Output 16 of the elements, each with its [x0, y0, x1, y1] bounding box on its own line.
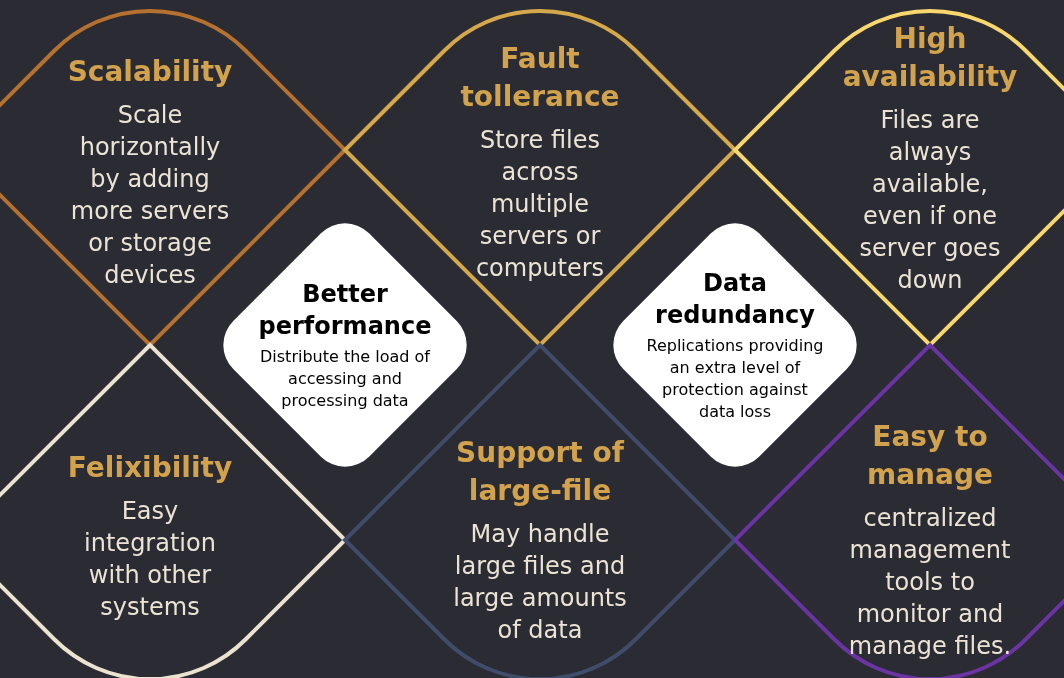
description: centralized management tools to monitor and manage files.: [847, 503, 1013, 662]
heading: Fault tollerance: [459, 41, 621, 115]
heading: Scalability: [67, 54, 233, 90]
description: Easy integration with other systems: [83, 496, 217, 623]
heading: High availability: [842, 21, 1018, 95]
heading: Support of large-file: [455, 435, 626, 509]
heading: Better performance: [257, 279, 433, 342]
description: Replications providing an extra level of protection against data loss: [645, 335, 825, 423]
heading: Data redundancy: [654, 268, 816, 331]
description: Scale horizontally by adding more servers or storage devices: [69, 100, 231, 291]
description: May handle large files and large amounts of data: [452, 519, 628, 646]
heading: Easy to manage: [866, 419, 994, 493]
description: Files are always available, even if one server goes down: [858, 105, 1002, 296]
heading: Felixibility: [67, 450, 233, 486]
description: Distribute the load of accessing and processing data: [259, 346, 432, 412]
description: Store files across multiple servers or computers: [474, 125, 606, 284]
